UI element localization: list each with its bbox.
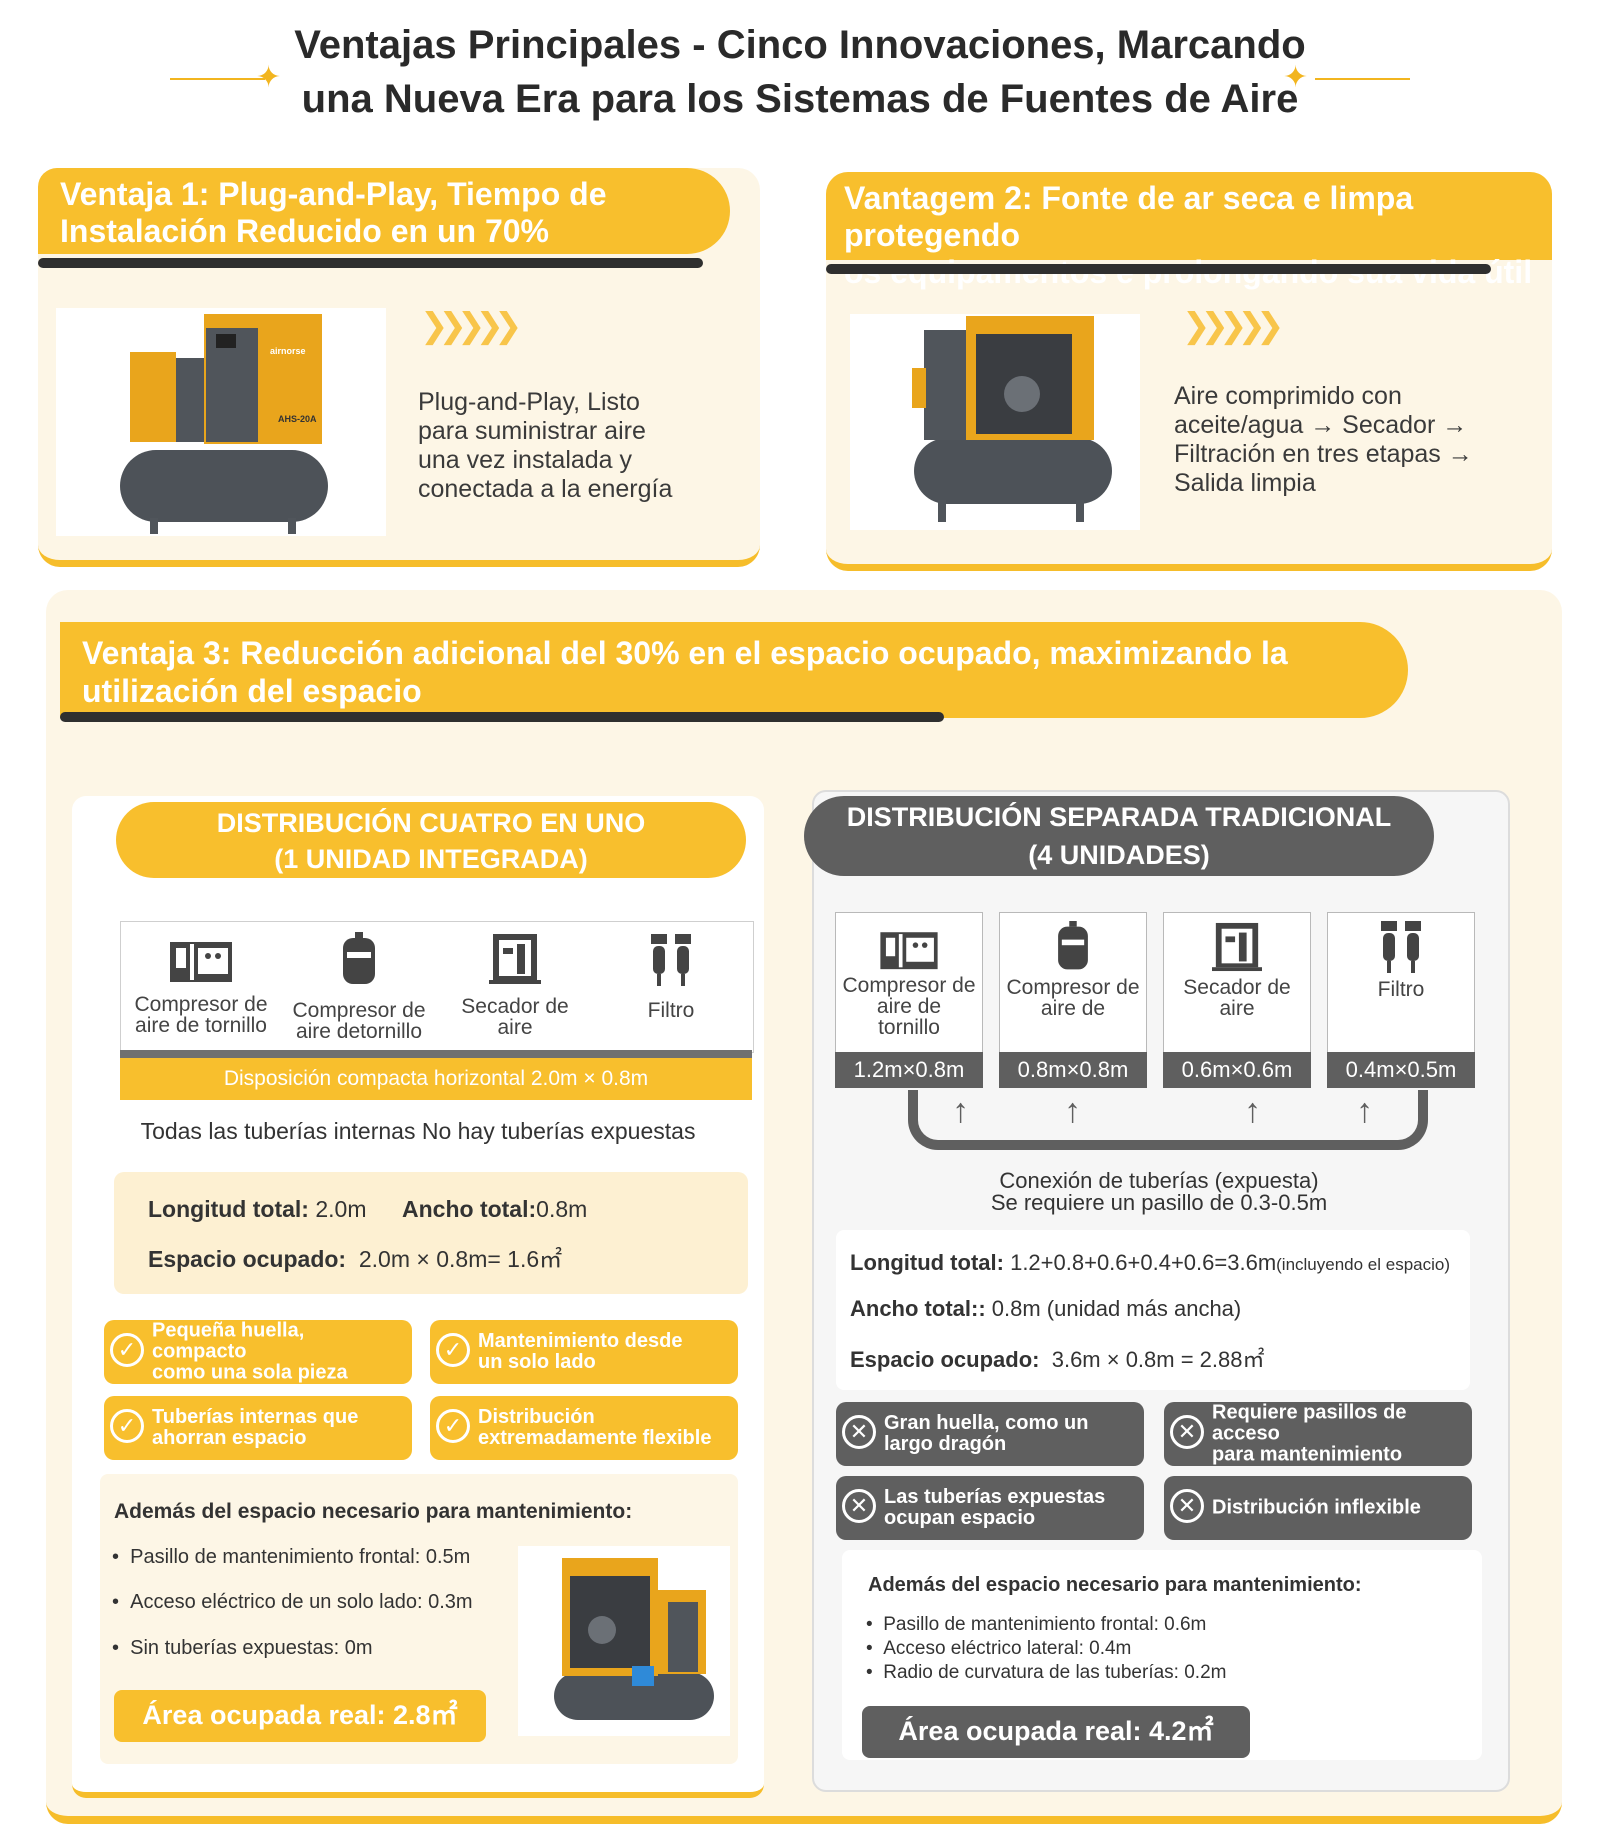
- sparkle-icon: ✦: [256, 61, 282, 94]
- separate-spec-box: [836, 1230, 1470, 1390]
- advantage-1-title: Ventaja 1: Plug-and-Play, Tiempo de Inst…: [38, 168, 730, 254]
- integrated-spec-box: [114, 1172, 748, 1294]
- motor: [1004, 376, 1040, 412]
- integrated-layout-pill: DISTRIBUCIÓN CUATRO EN UNO (1 UNIDAD INT…: [116, 802, 746, 878]
- open-door: [924, 330, 966, 440]
- control-panel: [216, 334, 236, 348]
- integrated-dimensions-label: Disposición compacta horizontal 2.0m × 0…: [120, 1058, 752, 1100]
- advantage-1-underline: [38, 258, 703, 268]
- separate-width: Ancho total:: 0.8m (unidad más ancha): [850, 1296, 1242, 1321]
- maintenance-item: • Acceso eléctrico lateral: 0.4m: [866, 1638, 1132, 1659]
- advantage-3-underline: [60, 712, 944, 722]
- tank-icon: [1058, 921, 1088, 970]
- chevron-right-icon: ❯❯❯❯❯: [1182, 307, 1285, 345]
- integrated-pipes-note: Todas las tuberías internas No hay tuber…: [140, 1118, 696, 1144]
- separate-maintenance-title: Además del espacio necesario para manten…: [868, 1574, 1362, 1596]
- dryer-icon: [489, 934, 541, 984]
- pipe-connection-note: Conexión de tuberías (expuesta) Se requi…: [990, 1168, 1328, 1215]
- brand-label: airnorse: [270, 346, 306, 356]
- air-tank: [120, 450, 328, 522]
- arrow-up-icon: ↑: [1356, 1092, 1373, 1130]
- dryer-unit: [130, 352, 176, 442]
- advantage-3-title: Ventaja 3: Reducción adicional del 30% e…: [60, 622, 1408, 718]
- advantage-2-underline: [826, 264, 1491, 274]
- component-compressor: Compresor de aire de tornillo: [126, 932, 276, 1036]
- check-icon: ✓: [436, 1333, 470, 1367]
- integrated-space: Espacio ocupado: 2.0m × 0.8m= 1.6㎡: [148, 1246, 563, 1272]
- title-decoration-right: [1315, 78, 1410, 80]
- integrated-real-area: Área ocupada real: 2.8㎡: [114, 1690, 486, 1742]
- page-title: Ventajas Principales - Cinco Innovacione…: [294, 23, 1306, 121]
- x-circle-icon: ✕: [1170, 1489, 1204, 1523]
- air-tank: [914, 438, 1112, 504]
- maintenance-item: • Sin tuberías expuestas: 0m: [112, 1637, 373, 1659]
- filter-icon: [651, 934, 691, 986]
- component-dryer: Secador de aire: [440, 932, 590, 1038]
- unit-dimension: 0.4m×0.5m: [1327, 1052, 1475, 1088]
- sparkle-icon: ✦: [1283, 61, 1309, 94]
- feature-inflexible-layout: ✕Distribución inflexible: [1164, 1476, 1472, 1540]
- maintenance-item: • Pasillo de mantenimiento frontal: 0.6m: [866, 1614, 1207, 1635]
- check-icon: ✓: [110, 1409, 144, 1443]
- integrated-length: Longitud total: 2.0m: [148, 1196, 367, 1222]
- arrow-up-icon: ↑: [1244, 1092, 1261, 1130]
- maintenance-item: • Acceso eléctrico de un solo lado: 0.3m: [112, 1591, 473, 1613]
- maintenance-item: • Radio de curvatura de las tuberías: 0.…: [866, 1662, 1227, 1683]
- separate-real-area: Área ocupada real: 4.2㎡: [862, 1706, 1250, 1758]
- separate-length: Longitud total: 1.2+0.8+0.6+0.4+0.6=3.6m…: [850, 1250, 1451, 1275]
- unit-dimension: 0.6m×0.6m: [1163, 1052, 1311, 1088]
- unit-dimension: 1.2m×0.8m: [835, 1052, 983, 1088]
- machine-image-1: airnorse AHS-20A: [56, 308, 386, 536]
- separate-space: Espacio ocupado: 3.6m × 0.8m = 2.88㎡: [850, 1347, 1265, 1372]
- component-filter: Filtro: [596, 932, 746, 1021]
- compressor-icon: [880, 932, 938, 970]
- separate-layout-pill: DISTRIBUCIÓN SEPARADA TRADICIONAL (4 UNI…: [804, 796, 1434, 876]
- component-tank: Compresor de aire detornillo: [284, 932, 434, 1042]
- integrated-width: Ancho total:0.8m: [402, 1196, 588, 1222]
- unit-filter: Filtro: [1327, 912, 1475, 1054]
- machine-image-2: [850, 314, 1140, 530]
- maintenance-item: • Pasillo de mantenimiento frontal: 0.5m: [112, 1546, 471, 1568]
- tank-icon: [343, 932, 375, 984]
- arrow-up-icon: ↑: [952, 1092, 969, 1130]
- x-circle-icon: ✕: [842, 1415, 876, 1449]
- chevron-right-icon: ❯❯❯❯❯: [420, 307, 523, 345]
- integrated-maintenance-title: Además del espacio necesario para manten…: [114, 1500, 633, 1523]
- x-circle-icon: ✕: [1170, 1415, 1204, 1449]
- x-circle-icon: ✕: [842, 1489, 876, 1523]
- machine-image-3: [518, 1546, 730, 1736]
- arrow-up-icon: ↑: [1064, 1092, 1081, 1130]
- exposed-pipe-connection: [908, 1090, 1428, 1150]
- advantage-2-title: Vantagem 2: Fonte de ar seca e limpa pro…: [826, 172, 1552, 290]
- check-icon: ✓: [110, 1333, 144, 1367]
- title-decoration-left: [170, 78, 265, 80]
- advantage-2-text: Aire comprimido con aceite/agua → Secado…: [1174, 382, 1473, 497]
- filter-icon: [1381, 921, 1421, 973]
- check-icon: ✓: [436, 1409, 470, 1443]
- dryer-icon: [1212, 922, 1262, 972]
- advantage-1-text: Plug-and-Play, Listo para suministrar ai…: [418, 388, 673, 503]
- model-label: AHS-20A: [278, 414, 317, 424]
- compressor-icon: [170, 942, 232, 982]
- unit-dimension: 0.8m×0.8m: [999, 1052, 1147, 1088]
